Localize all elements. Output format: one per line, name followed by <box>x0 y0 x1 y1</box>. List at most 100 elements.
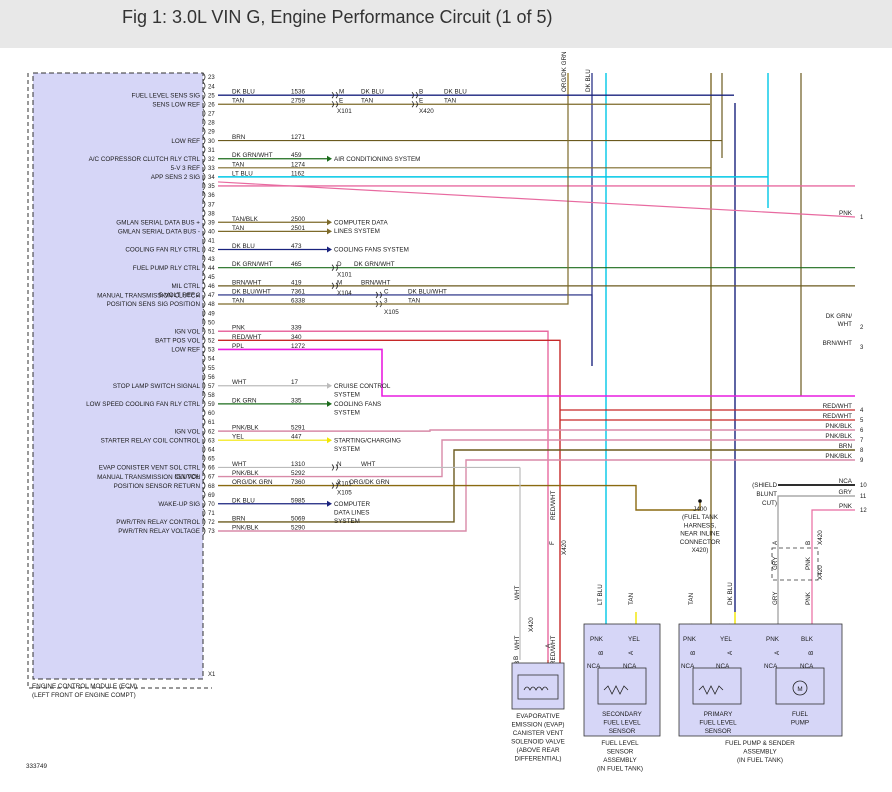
ecm-signal-label: POSITION SENSOR RETURN <box>114 483 201 490</box>
assembly-label: FUEL PUMP & SENDER <box>725 740 795 747</box>
vertical-wire-label: RED/WHT <box>550 490 557 520</box>
pin-bracket <box>202 472 206 481</box>
vertical-wire-label: B <box>805 541 812 545</box>
system-label: SYSTEM <box>334 446 360 453</box>
pin-bracket <box>202 336 206 345</box>
vertical-wire-label: A <box>545 643 552 648</box>
connector-symbol <box>331 464 338 471</box>
pin-bracket <box>202 408 206 418</box>
right-terminal-number: 8 <box>860 448 864 454</box>
pin-number: 28 <box>208 121 215 127</box>
arrow-head <box>327 437 332 444</box>
vertical-wire-label: TAN <box>688 592 695 605</box>
ecm-signal-label: IGN VOL <box>174 328 200 335</box>
vertical-wire-label: GRY <box>772 556 779 570</box>
pin-number: 42 <box>208 248 215 254</box>
ecm-signal-label: LOW REF <box>171 138 200 145</box>
connector-name: X104 <box>337 290 352 297</box>
connector-pin: M <box>337 279 342 286</box>
pin-number: 46 <box>208 284 215 290</box>
wire-color-label: DK GRN/WHT <box>232 152 273 159</box>
wire-pin-67 <box>218 439 855 478</box>
pin-number: 23 <box>208 75 215 81</box>
pin-number: 38 <box>208 211 215 217</box>
pin-number: 30 <box>208 139 215 145</box>
circuit-number: 5292 <box>291 470 306 477</box>
right-terminal-number: 5 <box>860 418 864 424</box>
pin-number: 66 <box>208 466 215 472</box>
pin-bracket <box>202 190 206 200</box>
right-terminal-number: 4 <box>860 408 864 414</box>
wire-color-label: DK BLU <box>232 89 255 96</box>
circuit-number: 5290 <box>291 525 306 532</box>
ecm-signal-label: BATT POS VOL <box>155 338 200 345</box>
shield-note: CUT) <box>762 500 777 507</box>
arrow-head <box>327 500 332 507</box>
right-terminal-number: 3 <box>860 345 864 351</box>
pin-number: 26 <box>208 102 215 108</box>
wire-color-label: TAN <box>361 98 374 105</box>
wire-color-label: TAN <box>232 225 245 232</box>
assembly-label: (IN FUEL TANK) <box>737 757 783 764</box>
connector-name: X101 <box>337 272 352 279</box>
ecm-signal-label: WAKE-UP SIG <box>158 501 200 508</box>
motor-letter: M <box>797 686 802 693</box>
pin-number: 54 <box>208 357 215 363</box>
splice-label: NEAR INLINE <box>680 531 720 538</box>
pin-number: 65 <box>208 457 215 463</box>
evap-label: DIFFERENTIAL) <box>515 756 562 763</box>
pin-bracket <box>202 508 206 518</box>
wire-color-label: DK BLU/WHT <box>232 288 271 295</box>
connector-symbol <box>331 482 338 489</box>
wire-color-label: TAN <box>232 161 245 168</box>
system-label: STARTING/CHARGING <box>334 437 401 444</box>
wire-color-label: LT BLU <box>232 170 253 177</box>
assembly-label: (IN FUEL TANK) <box>597 766 643 773</box>
right-wire-label: WHT <box>838 321 852 328</box>
ecm-connector-name: X1 <box>208 672 216 678</box>
pin-number: 56 <box>208 375 215 381</box>
pin-number: 69 <box>208 493 215 499</box>
pin-bracket <box>202 372 206 381</box>
ecm-signal-label: SENS LOW REF <box>152 101 200 108</box>
figure-id: 333749 <box>26 763 48 770</box>
pin-bracket <box>202 526 206 536</box>
right-wire-label: NCA <box>839 478 853 485</box>
ecm-signal-label: STARTER RELAY COIL CONTROL <box>101 437 201 444</box>
ecm-signal-label: MANUAL TRANSMISSION CLUTCH <box>97 474 200 481</box>
connector-pin: N <box>337 461 342 468</box>
ecm-outline <box>27 73 212 689</box>
right-terminal-number: 10 <box>860 483 867 489</box>
pin-bracket <box>202 181 206 191</box>
pin-bracket <box>202 354 206 363</box>
connector-name: X105 <box>337 490 352 497</box>
wire-color-label: TAN <box>444 98 457 105</box>
pin-bracket <box>202 172 206 182</box>
pin-color: PNK <box>766 636 780 643</box>
circuit-number: 459 <box>291 152 302 159</box>
pump-box <box>775 667 825 705</box>
circuit-number: 7361 <box>291 288 306 295</box>
vertical-wire-label: WHT <box>514 586 521 600</box>
wire-color-label: PNK <box>232 325 246 332</box>
pin-bracket <box>202 127 206 136</box>
ecm-signal-label: FUEL PUMP RLY CTRL <box>133 265 201 272</box>
pin-number: 53 <box>208 348 215 354</box>
connector-name: X420 <box>419 108 434 115</box>
pin-bracket <box>202 390 206 400</box>
pin-number: 45 <box>208 275 215 281</box>
wire-color-label: BRN/WHT <box>361 279 391 286</box>
connector-x420-box <box>771 547 819 581</box>
circuit-number: 339 <box>291 325 302 332</box>
pin-number: 31 <box>208 148 215 154</box>
connector-pin: B <box>419 89 423 96</box>
pin-bracket <box>202 208 206 218</box>
spacer <box>217 181 856 218</box>
pin-number: 24 <box>208 84 215 90</box>
pin-number: 61 <box>208 420 215 426</box>
right-wire-label: GRY <box>838 489 852 496</box>
system-label: SYSTEM <box>334 518 360 525</box>
circuit-number: 1271 <box>291 134 306 141</box>
pin-bracket <box>202 199 206 209</box>
pin-bracket <box>202 417 206 427</box>
